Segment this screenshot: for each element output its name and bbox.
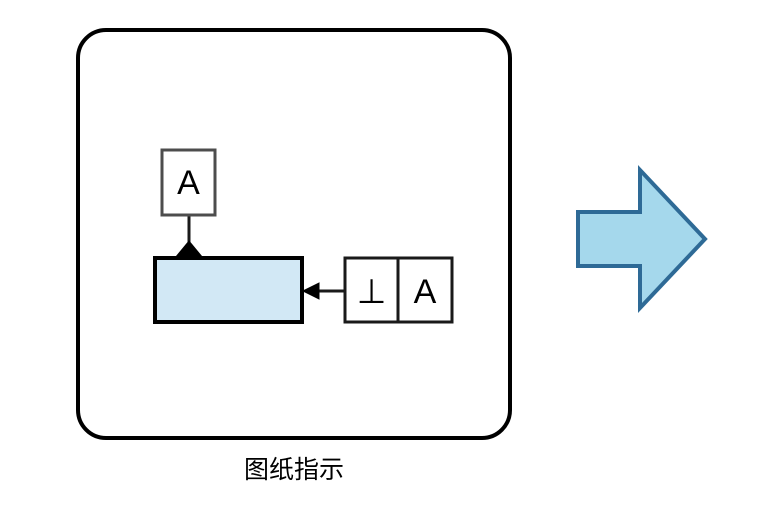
drawing-panel <box>76 28 512 440</box>
datum-feature-box <box>160 148 217 217</box>
leader-arrowhead-icon <box>301 282 320 300</box>
datum-feature-triangle-icon <box>173 240 205 259</box>
caption-label: 图纸指示 <box>243 455 344 484</box>
right-arrow-icon <box>576 164 708 314</box>
datum-feature-letter: A <box>177 164 200 202</box>
datum-reference-letter: A <box>414 273 437 311</box>
toleranced-feature-rectangle <box>153 256 304 324</box>
perpendicularity-symbol-icon: ⊥ <box>357 273 387 311</box>
